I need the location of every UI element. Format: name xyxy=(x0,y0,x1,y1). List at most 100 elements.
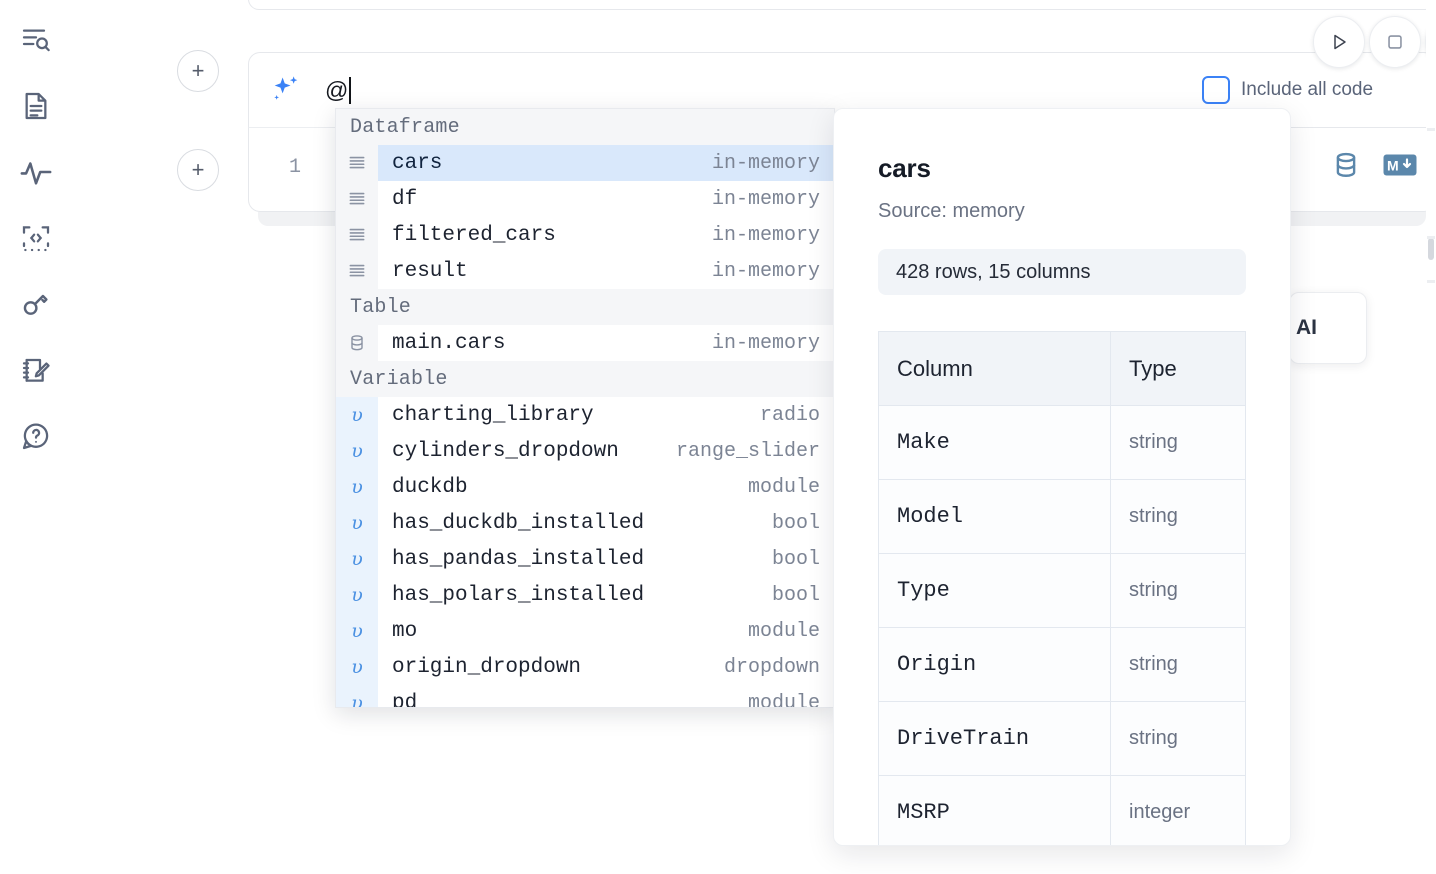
line-number: 1 xyxy=(288,156,301,179)
autocomplete-item[interactable]: result in-memory xyxy=(336,253,834,289)
database-icon xyxy=(336,325,378,361)
autocomplete-section-header: Dataframe xyxy=(336,109,834,145)
autocomplete-item-name: charting_library xyxy=(392,403,594,427)
autocomplete-item-kind: dropdown xyxy=(723,655,820,679)
autocomplete-item-name: duckdb xyxy=(392,475,468,499)
table-header-row: Column Type xyxy=(878,331,1246,406)
list-rows-icon xyxy=(336,217,378,253)
ai-prompt-value: @ xyxy=(325,76,349,103)
autocomplete-item-kind: bool xyxy=(771,511,820,535)
autocomplete-item-kind: in-memory xyxy=(711,187,820,211)
add-cell-above-button[interactable]: + xyxy=(177,50,219,92)
sparkle-icon xyxy=(269,73,303,107)
upsilon-icon: υ xyxy=(336,649,378,685)
add-cell-below-button[interactable]: + xyxy=(177,149,219,191)
autocomplete-item-name: has_pandas_installed xyxy=(392,547,645,571)
autocomplete-item-kind: module xyxy=(747,475,820,499)
ai-prompt-input[interactable]: @ xyxy=(325,70,1170,110)
schema-column-name: Make xyxy=(878,405,1111,480)
previous-cell-partial xyxy=(248,0,1436,10)
ai-chip-label: AI xyxy=(1296,316,1317,339)
autocomplete-item-kind: module xyxy=(747,691,820,708)
schema-column-name: MSRP xyxy=(878,775,1111,845)
key-icon[interactable] xyxy=(14,282,58,326)
scrollbar-mark xyxy=(1427,128,1435,131)
text-caret xyxy=(349,76,352,104)
preview-source: Source: memory xyxy=(878,200,1025,222)
autocomplete-item-kind: range_slider xyxy=(675,439,820,463)
left-icon-rail xyxy=(0,0,72,874)
autocomplete-item-name: has_duckdb_installed xyxy=(392,511,645,535)
preview-title: cars xyxy=(878,153,931,183)
autocomplete-item-kind: radio xyxy=(759,403,820,427)
include-all-code-toggle[interactable]: Include all code xyxy=(1202,76,1373,104)
autocomplete-section-header: Table xyxy=(336,289,834,325)
list-rows-icon xyxy=(336,145,378,181)
page-scrollbar[interactable] xyxy=(1426,0,1436,874)
autocomplete-item[interactable]: υ has_polars_installed bool xyxy=(336,577,834,613)
scratchpad-edit-icon[interactable] xyxy=(14,348,58,392)
schema-column-name: Origin xyxy=(878,627,1111,702)
upsilon-icon: υ xyxy=(336,613,378,649)
run-button[interactable] xyxy=(1313,16,1365,68)
autocomplete-item-kind: bool xyxy=(771,583,820,607)
autocomplete-item-name: cylinders_dropdown xyxy=(392,439,619,463)
column-header-column: Column xyxy=(878,331,1111,406)
list-rows-icon xyxy=(336,253,378,289)
include-all-code-label: Include all code xyxy=(1241,79,1374,100)
cell-tool-buttons: M xyxy=(1331,150,1417,180)
autocomplete-section-header: Variable xyxy=(336,361,834,397)
code-brackets-icon[interactable] xyxy=(14,216,58,260)
upsilon-icon: υ xyxy=(336,505,378,541)
database-icon[interactable] xyxy=(1331,150,1361,180)
upsilon-icon: υ xyxy=(336,577,378,613)
autocomplete-item-name: mo xyxy=(392,619,418,643)
autocomplete-item-name: result xyxy=(392,259,468,283)
ai-chip[interactable]: AI xyxy=(1289,292,1367,364)
autocomplete-item-name: cars xyxy=(392,151,443,175)
include-all-code-checkbox[interactable] xyxy=(1202,76,1230,104)
autocomplete-item-name: has_polars_installed xyxy=(392,583,645,607)
document-icon[interactable] xyxy=(14,84,58,128)
markdown-icon[interactable]: M xyxy=(1383,152,1417,178)
autocomplete-item-kind: module xyxy=(747,619,820,643)
schema-column-type: string xyxy=(1110,701,1246,776)
autocomplete-item-kind: bool xyxy=(771,547,820,571)
stop-button[interactable] xyxy=(1369,16,1421,68)
search-outline-icon[interactable] xyxy=(14,18,58,62)
activity-pulse-icon[interactable] xyxy=(14,150,58,194)
upsilon-icon: υ xyxy=(336,469,378,505)
schema-column-name: Type xyxy=(878,553,1111,628)
autocomplete-item[interactable]: cars in-memory xyxy=(336,145,834,181)
svg-text:M: M xyxy=(1387,158,1399,174)
schema-column-type: integer xyxy=(1110,775,1246,845)
column-header-type: Type xyxy=(1110,331,1246,406)
upsilon-icon: υ xyxy=(336,685,378,707)
help-chat-icon[interactable] xyxy=(14,414,58,458)
dataframe-preview-panel: cars Source: memory 428 rows, 15 columns… xyxy=(833,108,1291,846)
schema-column-name: Model xyxy=(878,479,1111,554)
autocomplete-item-kind: in-memory xyxy=(711,151,820,175)
scrollbar-thumb[interactable] xyxy=(1428,238,1434,260)
autocomplete-item-kind: in-memory xyxy=(711,259,820,283)
list-rows-icon xyxy=(336,181,378,217)
autocomplete-item[interactable]: υ has_duckdb_installed bool xyxy=(336,505,834,541)
